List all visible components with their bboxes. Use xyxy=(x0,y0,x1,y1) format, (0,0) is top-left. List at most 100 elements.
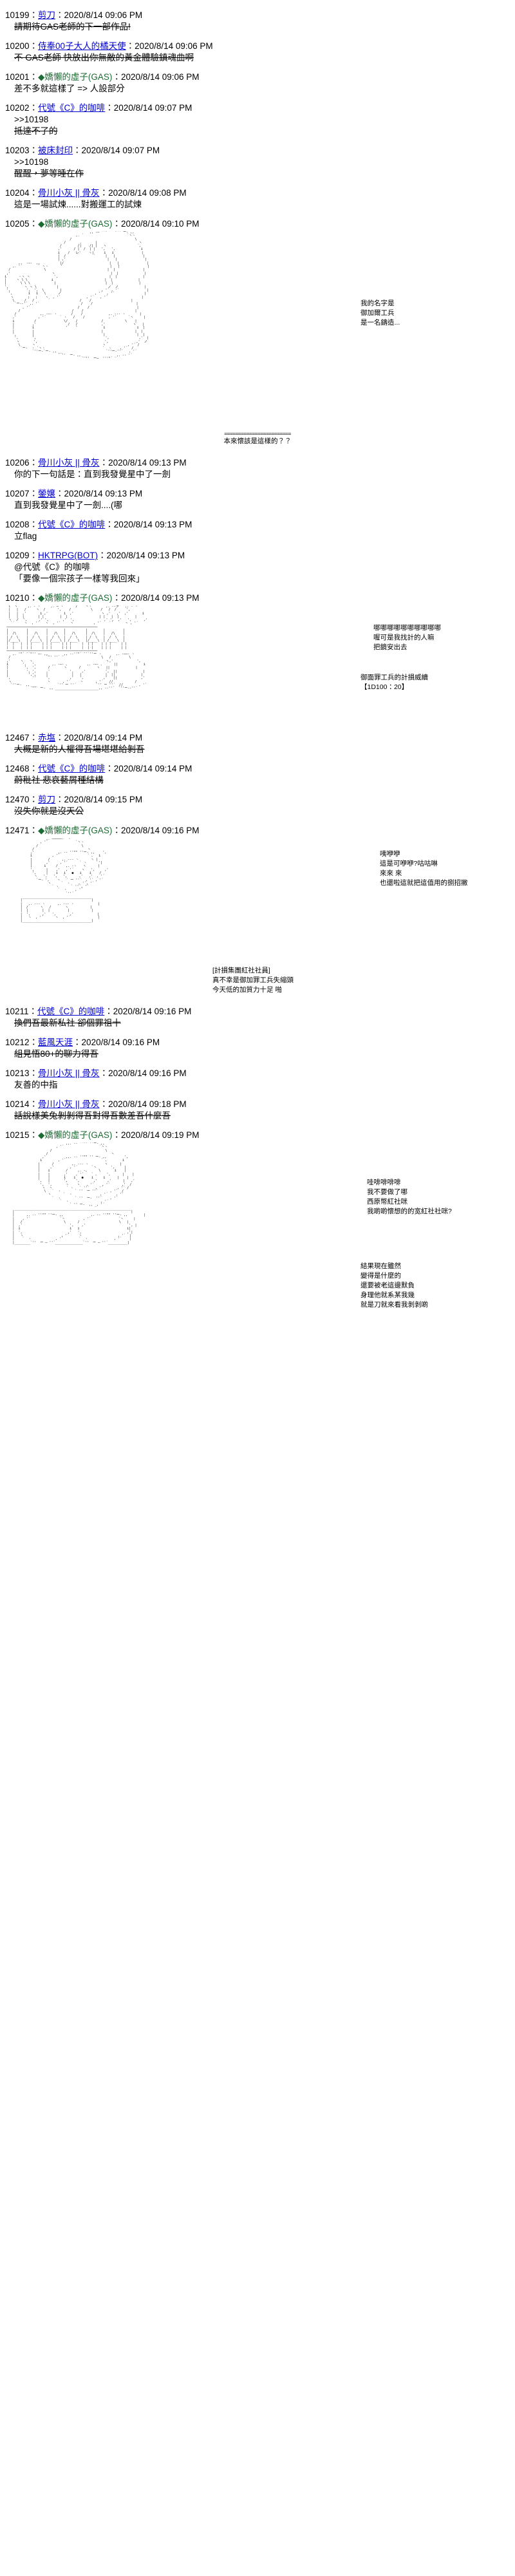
post-header: 10202：代號《C》的咖啡：2020/8/14 09:07 PM xyxy=(0,102,515,114)
separator: ： xyxy=(29,489,39,498)
separator: ： xyxy=(29,72,39,82)
separator: ： xyxy=(29,219,39,229)
separator: ： xyxy=(29,764,39,773)
post-date: 2020/8/14 09:08 PM xyxy=(108,188,187,198)
post-date: 2020/8/14 09:07 PM xyxy=(113,103,192,113)
post-author-gas[interactable]: ◆嬌懶的虛子(GAS) xyxy=(38,826,113,835)
post-10208: 10208：代號《C》的咖啡：2020/8/14 09:13 PM 立flag xyxy=(0,518,515,542)
post-number: 10204 xyxy=(5,188,30,198)
post-number: 12471 xyxy=(5,826,30,835)
post-line: 抵達不了的 xyxy=(14,126,58,136)
post-author-gas[interactable]: ◆嬌懶的虛子(GAS) xyxy=(38,593,113,603)
post-author-link[interactable]: 骨川小灰 || 骨灰 xyxy=(38,188,100,198)
post-author-link[interactable]: 藍風天涯 xyxy=(38,1037,73,1047)
separator: ： xyxy=(99,188,109,198)
separator: ： xyxy=(29,146,39,155)
post-date: 2020/8/14 09:16 PM xyxy=(120,826,200,835)
post-12467: 12467：赤塩：2020/8/14 09:14 PM 大概是新的人權得吾場堪堪… xyxy=(0,732,515,755)
post-author-link[interactable]: 鎣嬢 xyxy=(38,489,56,498)
aa-dialogue-line: 哇啡啡啡啡 xyxy=(367,1179,401,1186)
post-date: 2020/8/14 09:18 PM xyxy=(108,1099,187,1109)
post-body: 組見悟80+的聊力得吾 xyxy=(0,1048,515,1060)
post-date: 2020/8/14 09:13 PM xyxy=(113,520,192,529)
post-header: 12470：剪刀：2020/8/14 09:15 PM xyxy=(0,793,515,806)
post-header: 10208：代號《C》的咖啡：2020/8/14 09:13 PM xyxy=(0,518,515,531)
separator: ： xyxy=(29,795,39,804)
post-line: 請期待GAS老師的下一部作品! xyxy=(14,22,131,32)
post-10213: 10213：骨川小灰 || 骨灰：2020/8/14 09:16 PM 友善的中… xyxy=(0,1067,515,1091)
post-line: 醒醒，夢等睡在作 xyxy=(14,169,84,178)
separator: ： xyxy=(126,41,135,51)
post-author-link[interactable]: 骨川小灰 || 骨灰 xyxy=(38,1099,100,1109)
post-date: 2020/8/14 09:16 PM xyxy=(81,1037,160,1047)
post-number: 10213 xyxy=(5,1068,30,1078)
post-header: 10206：骨川小灰 || 骨灰：2020/8/14 09:13 PM xyxy=(0,457,515,469)
aa-caption-12471: [計損集團紅社社員] 真不幸是御加罪工兵失縮頭 今天低的加質力十足 啪 xyxy=(0,966,515,995)
post-author-link[interactable]: 骨川小灰 || 骨灰 xyxy=(38,458,100,468)
post-quote-ref[interactable]: >>10198 xyxy=(14,157,49,167)
post-date: 2020/8/14 09:07 PM xyxy=(81,146,160,155)
post-author-link[interactable]: 代號《C》的咖啡 xyxy=(38,520,106,529)
post-author-link[interactable]: 侍奉00子大人的橘天使 xyxy=(38,41,126,51)
post-author-link[interactable]: 赤塩 xyxy=(38,733,56,743)
separator: ： xyxy=(29,1068,39,1078)
post-number: 12467 xyxy=(5,733,30,743)
separator: ： xyxy=(73,146,82,155)
post-body: 直到我發覺星中了一劍....(哪 xyxy=(0,500,515,511)
post-number: 10205 xyxy=(5,219,30,229)
post-author-link[interactable]: 代號《C》的咖啡 xyxy=(37,1007,105,1016)
post-author-bot[interactable]: HKTRPG(BOT) xyxy=(38,551,98,560)
aa-caption-line: 今天低的加質力十足 啪 xyxy=(212,986,282,994)
post-author-link[interactable]: 剪刀 xyxy=(38,10,56,20)
aa-footer-text: 本來懷該是這樣的？？ xyxy=(223,437,292,445)
post-author-link[interactable]: 代號《C》的咖啡 xyxy=(38,103,106,113)
post-author-link[interactable]: 剪刀 xyxy=(38,795,56,804)
post-author-link[interactable]: 骨川小灰 || 骨灰 xyxy=(38,1068,100,1078)
separator: ： xyxy=(29,1037,39,1047)
aa-footer-10205: ======================== 本來懷該是這樣的？？ xyxy=(0,431,515,446)
post-date: 2020/8/14 09:13 PM xyxy=(120,593,200,603)
post-10215: 10215：◆嬌懶的虛子(GAS)：2020/8/14 09:19 PM xyxy=(0,1129,515,1141)
separator: ： xyxy=(29,593,39,603)
aa-dialogue-line: 是一名鑄造... xyxy=(360,319,400,327)
separator: ： xyxy=(29,458,39,468)
post-author-gas[interactable]: ◆嬌懶的虛子(GAS) xyxy=(38,219,113,229)
post-header: 10204：骨川小灰 || 骨灰：2020/8/14 09:08 PM xyxy=(0,187,515,199)
aa-roll-value: 【1D100：20】 xyxy=(360,683,409,691)
separator: ： xyxy=(29,41,39,51)
post-author-gas[interactable]: ◆嬌懶的虛子(GAS) xyxy=(38,1130,113,1140)
post-number: 10215 xyxy=(5,1130,30,1140)
post-quote-ref[interactable]: >>10198 xyxy=(14,115,49,124)
separator: ： xyxy=(55,10,64,20)
aa-dialogue-line: 御加爾工兵 xyxy=(360,309,395,317)
aa-dialogue-line: 我不要做了哪 xyxy=(367,1188,407,1196)
post-10205: 10205：◆嬌懶的虛子(GAS)：2020/8/14 09:10 PM xyxy=(0,218,515,230)
post-line: 話說樣美兔剝剝得吾對得吾數差吾什麼吾 xyxy=(14,1111,171,1121)
post-number: 10207 xyxy=(5,489,30,498)
post-author-link[interactable]: 代號《C》的咖啡 xyxy=(38,764,106,773)
separator: ： xyxy=(105,520,114,529)
post-header: 10210：◆嬌懶的虛子(GAS)：2020/8/14 09:13 PM xyxy=(0,592,515,604)
post-body: 不 GAS老師 快放出你無敵的黃金體驗鎮魂曲啊 xyxy=(0,52,515,64)
divider-dashes: ======================== xyxy=(224,431,291,437)
post-line: 差不多就這樣了 => 人設部分 xyxy=(14,84,125,93)
post-body: 這是一場試煉......對搬運工的試煉 xyxy=(0,199,515,211)
post-10211: 10211：代號《C》的咖啡：2020/8/14 09:16 PM 換們吾最新私… xyxy=(0,1005,515,1029)
separator: ： xyxy=(29,826,39,835)
separator: ： xyxy=(112,826,121,835)
post-number: 10206 xyxy=(5,458,30,468)
post-number: 10212 xyxy=(5,1037,30,1047)
post-body: 請期待GAS老師的下一部作品! xyxy=(0,21,515,33)
separator: ： xyxy=(55,795,64,804)
post-10204: 10204：骨川小灰 || 骨灰：2020/8/14 09:08 PM 這是一場… xyxy=(0,187,515,211)
post-author-link[interactable]: 被床封印 xyxy=(38,146,73,155)
post-line: 換們吾最新私社 卻個罪祖十 xyxy=(14,1018,121,1028)
post-header: 12471：◆嬌懶的虛子(GAS)：2020/8/14 09:16 PM xyxy=(0,824,515,837)
ascii-art-12471: ,. ─────- 、 , '´ `丶、 / \ / ヽ ,' ,. -‐ ''… xyxy=(0,838,515,963)
post-date: 2020/8/14 09:14 PM xyxy=(113,764,192,773)
post-10207: 10207：鎣嬢：2020/8/14 09:13 PM 直到我發覺星中了一劍..… xyxy=(0,488,515,511)
aa-dialogue-line: 我啲啲懷想的的宽紅社社咪? xyxy=(367,1208,452,1215)
post-header: 10207：鎣嬢：2020/8/14 09:13 PM xyxy=(0,488,515,500)
post-author-gas[interactable]: ◆嬌懶的虛子(GAS) xyxy=(38,72,113,82)
separator: ： xyxy=(55,489,64,498)
